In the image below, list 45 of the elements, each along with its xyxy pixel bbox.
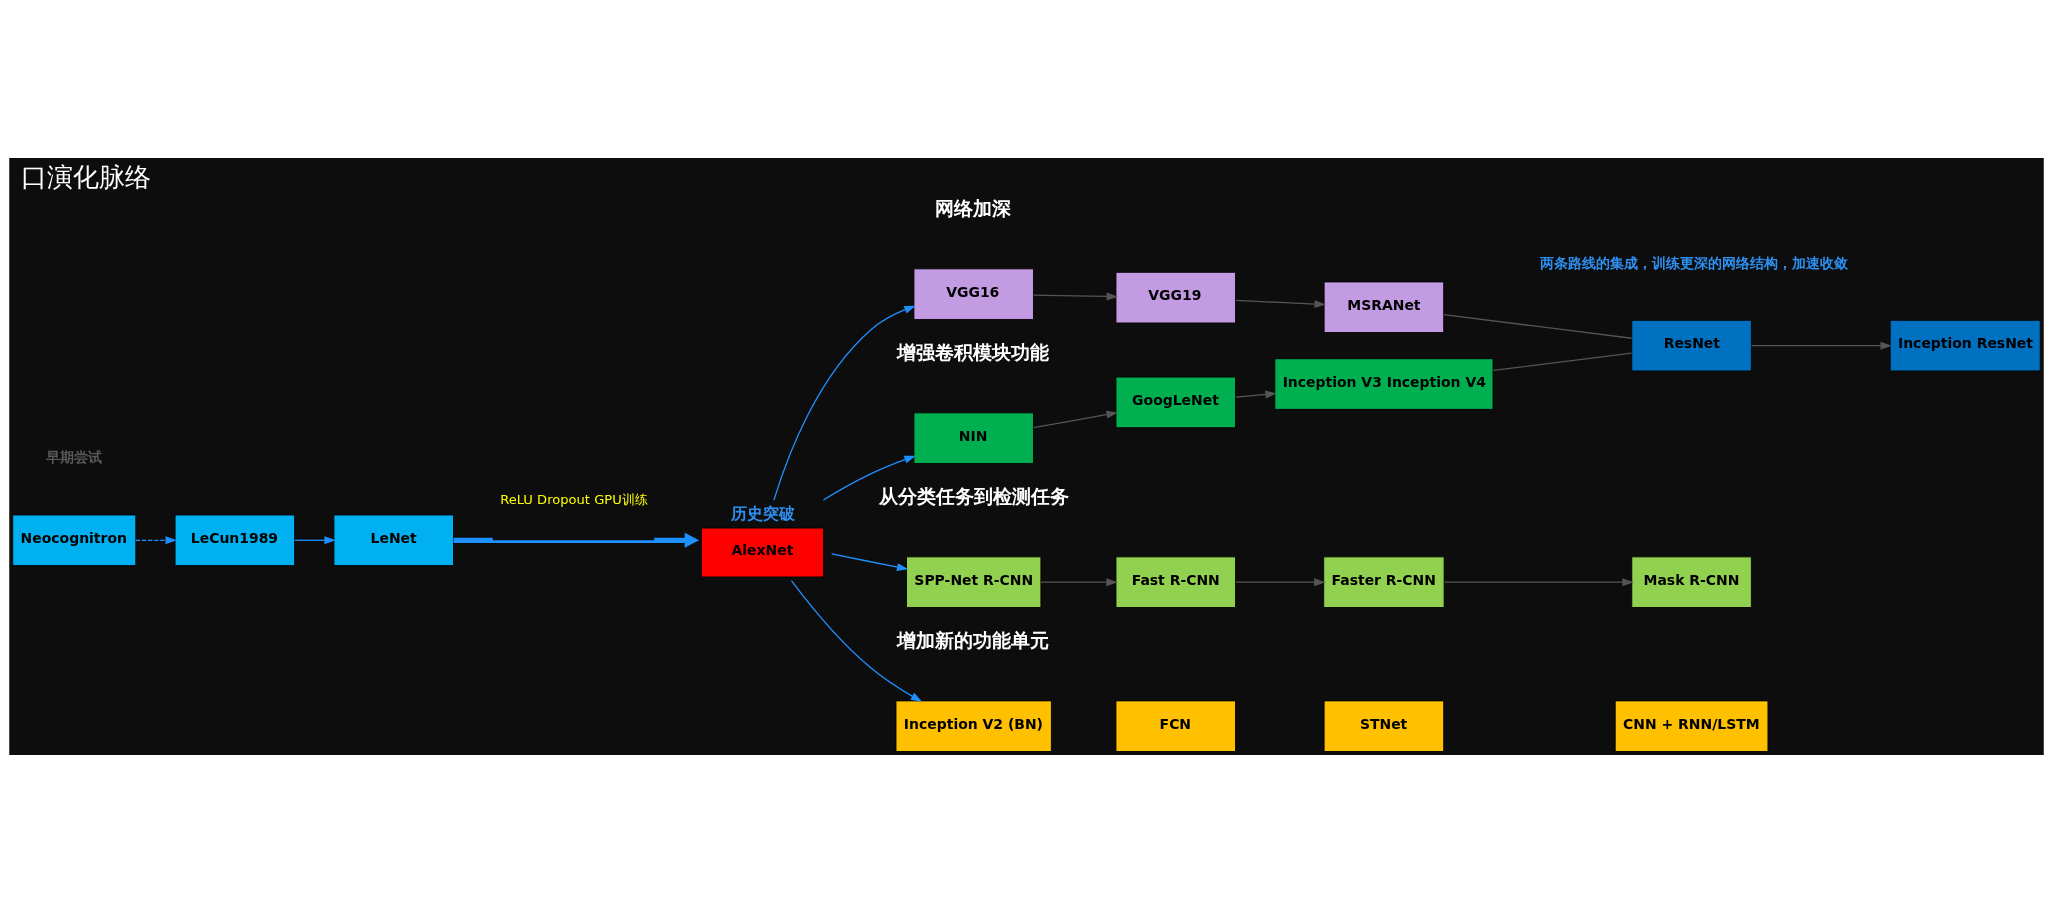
node-box: FCN <box>1115 700 1236 752</box>
arrow <box>294 536 336 545</box>
label: 增强卷积模块功能 <box>897 341 1050 365</box>
node-label: 历史突破 <box>730 503 795 523</box>
node-box: CNN + RNN/LSTM <box>1614 700 1769 752</box>
arrow <box>1750 341 1892 350</box>
arrow <box>1032 410 1118 429</box>
label: 网络加深 <box>935 197 1012 221</box>
node-box: GoogLeNet <box>1115 376 1236 429</box>
node-box: ResNet <box>1631 319 1752 372</box>
connector <box>1443 314 1633 339</box>
arrow <box>1235 390 1277 399</box>
arrow <box>135 536 177 545</box>
arrow <box>831 553 909 571</box>
node-box: Mask R-CNN <box>1631 556 1752 608</box>
node-box: Inception V3 Inception V4 <box>1274 358 1494 410</box>
arrow <box>790 579 923 702</box>
arrow <box>822 455 916 501</box>
node-box: NIN <box>913 412 1034 464</box>
label: 增加新的功能单元 <box>897 629 1050 653</box>
node-box: VGG16 <box>913 268 1034 320</box>
edge-label: ReLU Dropout GPU训练 <box>500 491 648 507</box>
arrow <box>453 532 700 548</box>
node-box: LeNet <box>333 514 454 567</box>
arrow <box>1235 299 1326 309</box>
node-box: Fast R-CNN <box>1115 556 1236 608</box>
node-box: Neocognitron <box>12 514 137 567</box>
arrow <box>773 305 916 501</box>
arrow <box>1443 578 1634 587</box>
label: 从分类任务到检测任务 <box>878 485 1069 509</box>
label: 两条路线的集成，训练更深的网络结构，加速收敛 <box>1540 254 1849 271</box>
label: 早期尝试 <box>46 449 103 466</box>
diagram-title: 口演化脉络 <box>20 161 151 192</box>
node-box: STNet <box>1323 700 1445 752</box>
node-box: Inception V2 (BN) <box>895 700 1052 752</box>
node-box: VGG19 <box>1115 271 1236 324</box>
arrow <box>1235 578 1326 587</box>
node-box: SPP-Net R-CNN <box>906 556 1042 608</box>
node-box: Inception ResNet <box>1889 319 2041 372</box>
node-box: Faster R-CNN <box>1323 556 1445 608</box>
arrow <box>1032 292 1118 301</box>
connector <box>1492 352 1633 372</box>
arrow <box>1040 578 1118 587</box>
node-box: MSRANet <box>1323 281 1445 333</box>
node-box: LeCun1989 <box>174 514 296 567</box>
